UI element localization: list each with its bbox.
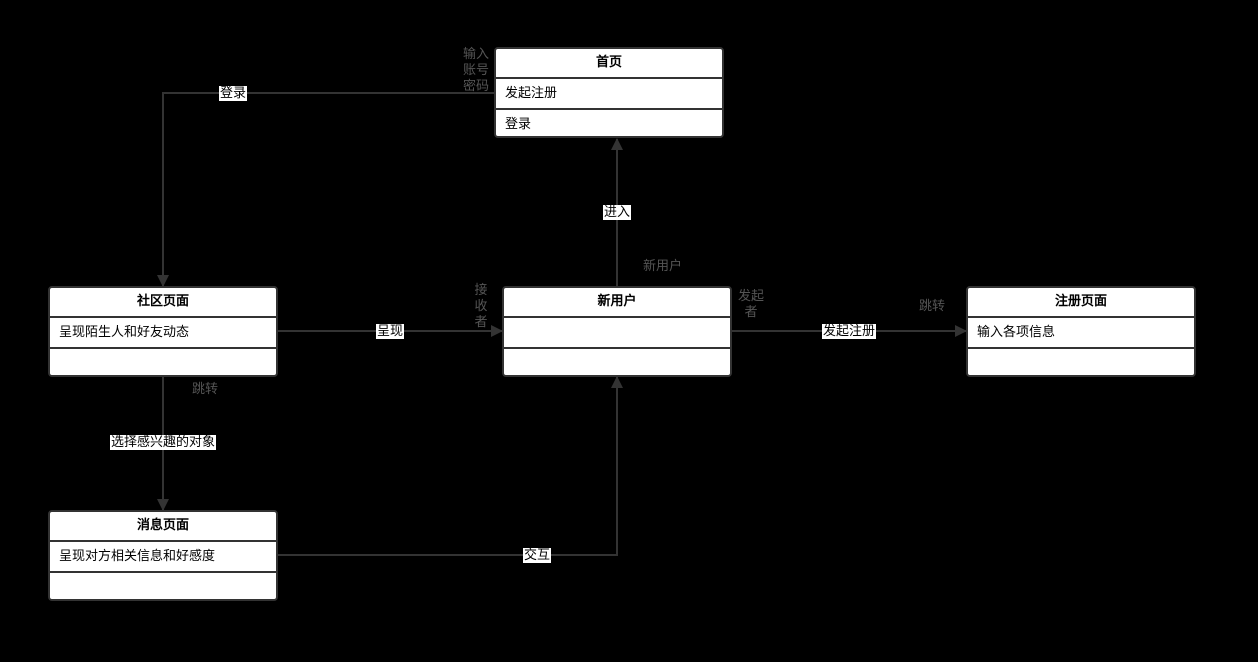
note-input-account: 输入账号密码 (462, 47, 489, 94)
newuser-row-2 (504, 349, 730, 375)
note-initiator: 发起者 (737, 289, 764, 320)
edge-label-start-register: 发起注册 (822, 324, 877, 339)
message-box[interactable]: 消息页面 呈现对方相关信息和好感度 (48, 510, 278, 601)
newuser-box[interactable]: 新用户 (502, 286, 732, 377)
community-row-feed: 呈现陌生人和好友动态 (50, 318, 276, 349)
register-row-empty (968, 349, 1194, 375)
newuser-row-1 (504, 318, 730, 349)
edge-label-enter: 进入 (603, 205, 632, 220)
edge-label-present: 呈现 (376, 324, 405, 339)
newuser-title: 新用户 (504, 288, 730, 318)
community-row-empty (50, 349, 276, 375)
edge-label-choose-interest: 选择感兴趣的对象 (110, 435, 217, 450)
edge-login (157, 92, 494, 287)
note-jump-down: 跳转 (192, 382, 219, 397)
message-row-info: 呈现对方相关信息和好感度 (50, 542, 276, 573)
message-title: 消息页面 (50, 512, 276, 542)
message-row-empty (50, 573, 276, 599)
note-new-user: 新用户 (643, 259, 683, 274)
community-box[interactable]: 社区页面 呈现陌生人和好友动态 (48, 286, 278, 377)
register-box[interactable]: 注册页面 输入各项信息 (966, 286, 1196, 377)
edge-label-login: 登录 (219, 86, 248, 101)
edge-interact (278, 376, 623, 556)
community-title: 社区页面 (50, 288, 276, 318)
home-row-login: 登录 (505, 117, 532, 132)
home-row-register: 发起注册 (496, 79, 722, 110)
edge-label-interact: 交互 (523, 548, 552, 563)
register-row-info: 输入各项信息 (968, 318, 1194, 349)
home-box[interactable]: 首页 发起注册 登录 (494, 47, 724, 138)
register-title: 注册页面 (968, 288, 1194, 318)
note-receiver: 接收者 (474, 283, 488, 330)
home-title: 首页 (496, 49, 722, 79)
note-jump-right: 跳转 (919, 299, 946, 314)
